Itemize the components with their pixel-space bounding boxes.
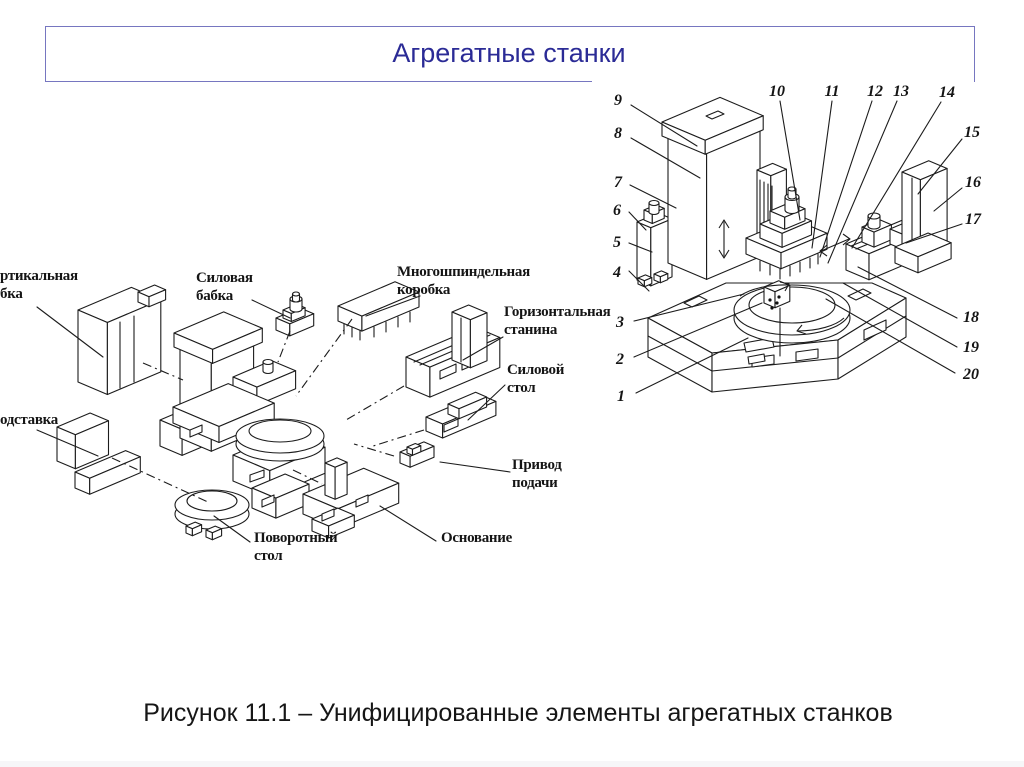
bottom-edge <box>0 761 1024 767</box>
title-box-underline <box>45 81 592 82</box>
title-box <box>45 26 975 82</box>
slide-title: Агрегатные станки <box>392 38 626 68</box>
figure-caption: Рисунок 11.1 – Унифицированные элементы … <box>143 699 893 727</box>
assembled-machine-diagram <box>628 96 963 394</box>
unified-elements-diagram <box>36 281 511 543</box>
